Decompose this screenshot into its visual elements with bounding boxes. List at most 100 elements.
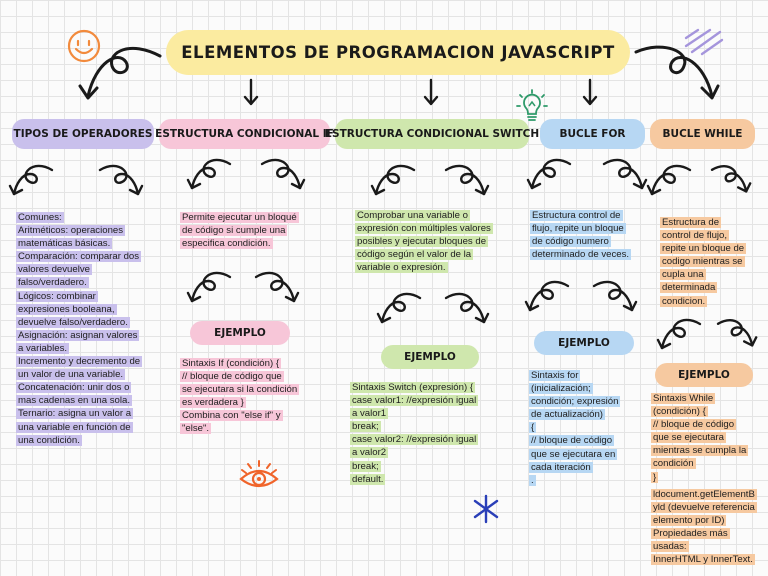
curly-arrow-icon [260,158,302,190]
switch-description: Comprobar una variable o expresión con mú… [355,209,507,274]
ejemplo-while-label: EJEMPLO [655,363,753,387]
text-line: es verdadera } [180,397,246,409]
text-line: Comunes: [16,212,64,223]
arrow-head-icon [186,178,202,190]
text-line: una condición. [16,434,82,446]
smiley-icon [67,29,101,63]
for-description: Estructura control de flujo, repite un bl… [530,209,642,261]
curly-arrow-icon [710,164,748,193]
arrow-head-icon [8,184,24,196]
arrow-head-icon [128,184,144,196]
ejemplo-if-label: EJEMPLO [190,321,290,345]
text-line: Estructura de [660,217,722,228]
arrow-head-icon [284,291,300,303]
curly-arrow-icon [12,164,54,196]
text-line: determinado de veces. [530,249,632,261]
curly-arrow-icon [98,164,140,196]
text-line: expresiones booleana, [16,303,117,315]
text-line: expresión con múltiples valores [355,223,493,235]
text-line: matemáticas básicas. [16,238,113,250]
text-line: valores devuelve [16,264,92,276]
text-line: (condición) { [651,406,708,418]
while-example-code: Sintaxis While(condición) { // bloque de… [651,392,754,484]
header-condicional-switch: ESTRUCTURA CONDICIONAL SWITCH [325,119,539,149]
down-arrow-icon [582,78,598,106]
arrow-head-icon [622,300,638,312]
arrow-head-icon [524,300,540,312]
text-line: condición [651,458,696,470]
arrow-head-icon [474,184,490,196]
text-line: variable o expresión. [355,262,448,274]
text-line: condición; expresión [529,396,621,408]
curly-arrow-icon [380,292,422,324]
text-line: que se ejecutara en [529,448,618,460]
text-line: a valor1 [350,408,389,420]
text-line: mas cadenas en una sola. [16,395,133,407]
text-line: // bloque de código [529,435,615,447]
for-example-code: Sintaxis for(inicialización;condición; e… [529,369,642,487]
switch-example-code: Sintaxis Switch (expresión) { case valor1… [350,381,504,486]
swoop-arrow-icon [86,46,162,98]
swoop-arrow-icon [700,84,720,100]
text-line: Sintaxis While [651,393,716,404]
curly-arrow-icon [444,164,486,196]
ejemplo-for-label: EJEMPLO [534,331,634,355]
text-line: determinada [660,282,718,294]
text-line: break; [350,460,381,472]
arrow-head-icon [370,184,386,196]
curly-arrow-icon [602,158,644,190]
text-line: case valor1: //expresión igual [350,395,479,407]
text-line: Sintaxis Switch (expresión) { [350,382,476,393]
text-line: una variable en función de [16,421,133,433]
text-line: código según el valor de la [355,249,474,261]
text-line: cupla una [660,269,706,281]
text-line: Estructura control de [530,210,623,221]
lightbulb-icon [516,89,548,121]
curly-arrow-icon [592,280,634,312]
text-line: Combina con "else if" y [180,410,283,422]
header-bucle-for: BUCLE FOR [540,119,645,149]
text-line: flujo, repite un bloque [530,223,626,235]
header-tipos-operadores: TIPOS DE OPERADORES [12,119,154,149]
text-line: Comprobar una variable o [355,210,470,221]
text-line: } [651,471,659,483]
text-line: case valor2: //expresión igual [350,434,479,446]
text-line: a valor2 [350,447,389,459]
down-arrow-icon [243,78,259,106]
arrow-head-icon [737,182,752,193]
text-line: Sintaxis for [529,370,581,381]
text-line: se ejecutara si la condición [180,384,300,396]
text-line: condicion. [660,295,708,307]
arrow-head-icon [376,312,392,324]
curly-arrow-icon [190,158,232,190]
text-line: mientras se cumpla la [651,445,749,457]
text-line: Sintaxis If (condición) { [180,358,282,369]
text-line: Comparación: comparar dos [16,251,142,263]
text-line: Aritméticos: operaciones [16,225,126,237]
curly-arrow-icon [660,318,702,350]
ejemplo-switch-label: EJEMPLO [381,345,479,369]
curly-arrow-icon [528,280,570,312]
swoop-arrow-icon [634,45,714,98]
text-line: devuelve falso/verdadero. [16,316,130,328]
text-line: Ternario: asigna un valor a [16,408,134,420]
text-line: . [529,474,536,486]
text-line: elemento por ID) [651,515,727,527]
text-line: de código numero [530,236,611,248]
main-title: ELEMENTOS DE PROGRAMACION JAVASCRIPT [166,30,630,75]
text-line: break; [350,421,381,433]
text-line: "else". [180,423,212,435]
arrow-head-icon [743,336,758,347]
header-bucle-while: BUCLE WHILE [650,119,755,149]
text-line: Propiedades más [651,528,730,540]
text-line: Incremento y decremento de [16,356,143,368]
arrow-head-icon [656,338,672,350]
text-line: de actualización) [529,409,605,421]
curly-arrow-icon [374,164,416,196]
text-line: usadas: [651,541,689,553]
text-line: posibles y ejecutar bloques de [355,236,489,248]
swoop-arrow-icon [78,84,99,100]
